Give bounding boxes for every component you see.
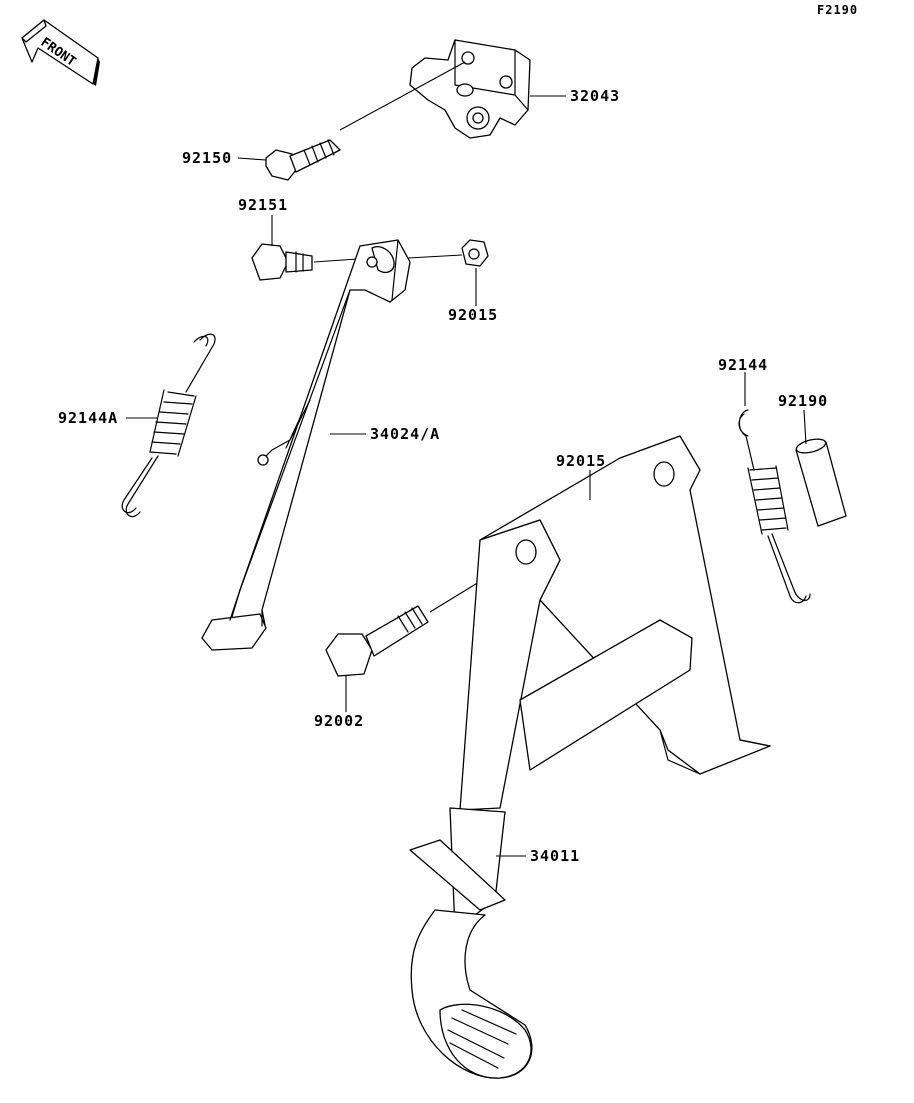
part-label-92015-mid: 92015 — [556, 452, 607, 470]
part-label-32043: 32043 — [570, 87, 621, 105]
collar-92190 — [795, 438, 847, 527]
part-label-92144A: 92144A — [58, 409, 119, 427]
bolt-92002 — [325, 559, 516, 677]
front-arrow-icon: FRONT — [21, 19, 100, 86]
part-label-34024A: 34024/A — [370, 425, 441, 443]
part-label-34011: 34011 — [530, 847, 581, 865]
side-stand-34024A — [201, 239, 411, 651]
part-label-92144: 92144 — [718, 356, 769, 374]
spring-92144 — [738, 409, 811, 604]
spring-92144A — [121, 333, 216, 518]
figure-code: F2190 — [817, 3, 859, 17]
part-label-92190: 92190 — [778, 392, 829, 410]
part-label-92150: 92150 — [182, 149, 233, 167]
part-label-92002: 92002 — [314, 712, 365, 730]
main-stand-34011 — [409, 435, 771, 1079]
part-label-92151: 92151 — [238, 196, 289, 214]
part-label-92015-top: 92015 — [448, 306, 499, 324]
nut-92015-top — [461, 239, 489, 267]
bolt-92151 — [251, 243, 463, 281]
bracket-32043 — [409, 39, 531, 139]
leader-lines — [126, 95, 807, 857]
bolt-92150 — [265, 61, 466, 181]
